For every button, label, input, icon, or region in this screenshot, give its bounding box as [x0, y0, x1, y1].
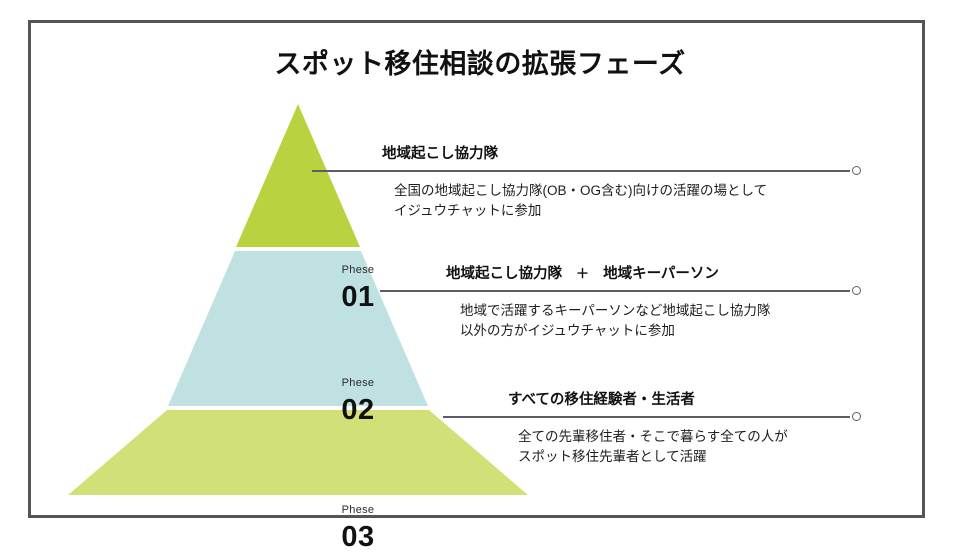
pyramid-band-3[interactable] — [68, 410, 528, 495]
callout-3-heading-text: すべての移住経験者・生活者 — [508, 392, 695, 408]
callout-1-rule-line — [312, 170, 850, 172]
band-3-phase-number: 03 — [341, 521, 375, 553]
slide-canvas: スポット移住相談の拡張フェーズ Phese 01 Phese 02 Phese … — [28, 20, 925, 552]
callout-2-endpoint-circle-icon — [852, 286, 861, 295]
callout-3-rule-line — [443, 416, 850, 418]
callout-phase-3: すべての移住経験者・生活者 全ての先輩移住者・そこで暮らす全ての人が スポット移… — [443, 388, 864, 466]
callout-2-rule-line — [380, 290, 850, 292]
callout-1-endpoint-circle-icon — [852, 166, 861, 175]
page-title: スポット移住相談の拡張フェーズ — [274, 49, 686, 79]
callout-phase-2: 地域起こし協力隊 ＋ 地域キーパーソン 地域で活躍するキーパーソンなど地域起こし… — [380, 262, 864, 340]
callout-3-connector — [443, 412, 864, 422]
callout-phase-1: 地域起こし協力隊 全国の地域起こし協力隊(OB・OG含む)向けの活躍の場として … — [312, 142, 864, 220]
callout-3-body: 全ての先輩移住者・そこで暮らす全ての人が スポット移住先輩者として活躍 — [518, 429, 788, 464]
callout-1-connector — [312, 166, 864, 176]
pyramid-band-3-label: Phese 03 — [298, 505, 418, 552]
callout-3-endpoint-circle-icon — [852, 412, 861, 421]
callout-2-plus-icon: ＋ — [576, 266, 590, 281]
callout-2-heading-text: 地域起こし協力隊 — [446, 266, 562, 282]
pyramid-band-1[interactable] — [236, 104, 360, 247]
callout-2-connector — [380, 286, 864, 296]
callout-1-heading: 地域起こし協力隊 — [382, 142, 864, 163]
callout-2-body: 地域で活躍するキーパーソンなど地域起こし協力隊 以外の方がイジュウチャットに参加 — [460, 303, 771, 338]
callout-3-heading: すべての移住経験者・生活者 — [508, 388, 864, 409]
callout-2-heading-text-second: 地域キーパーソン — [603, 266, 719, 282]
callout-2-heading: 地域起こし協力隊 ＋ 地域キーパーソン — [446, 262, 864, 283]
band-3-phase-word: Phese — [341, 504, 375, 516]
callout-1-heading-text: 地域起こし協力隊 — [382, 146, 498, 162]
pyramid-band-2[interactable] — [168, 251, 428, 406]
callout-1-body: 全国の地域起こし協力隊(OB・OG含む)向けの活躍の場として イジュウチャットに… — [394, 183, 768, 218]
